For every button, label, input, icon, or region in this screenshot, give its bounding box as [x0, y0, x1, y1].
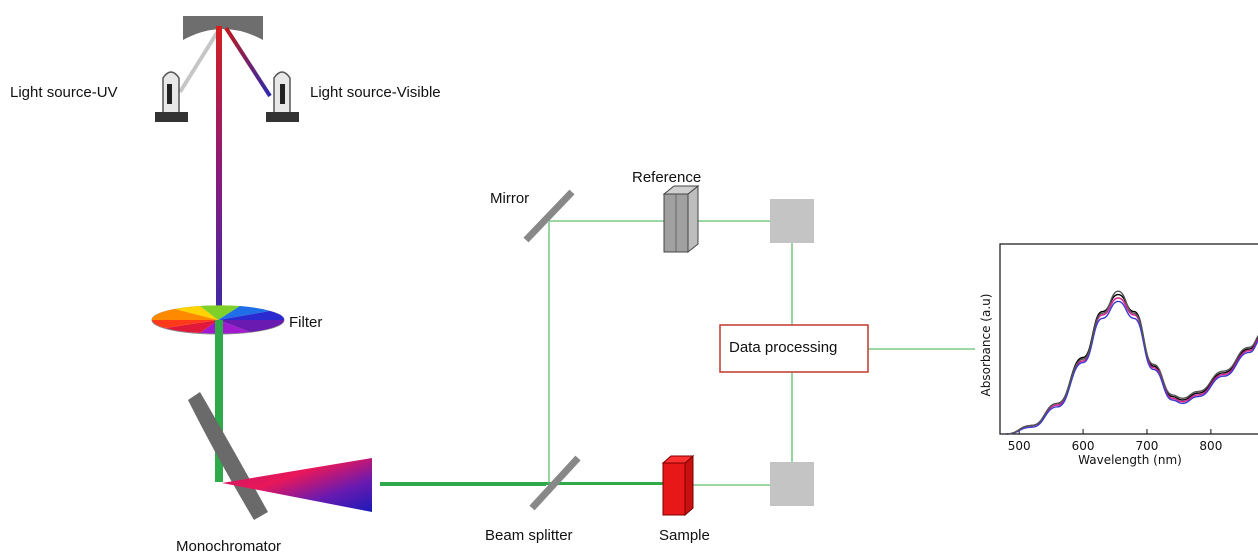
- y-axis-label: Absorbance (a.u): [979, 294, 993, 397]
- beam-splitter: [529, 455, 581, 511]
- green-beam-vertical: [215, 320, 223, 482]
- absorbance-series-line: [1006, 290, 1258, 435]
- sample-label: Sample: [659, 527, 710, 544]
- green-beam-to-sample: [546, 482, 666, 485]
- uv-beam: [178, 26, 222, 94]
- sample-cuvette: [661, 454, 695, 517]
- absorbance-chart: 500 600 700 800 Absorbance (a.u) Wavelength…: [979, 243, 1258, 467]
- light-source-visible-lamp: [266, 71, 299, 122]
- x-axis-label: Wavelength (nm): [1078, 453, 1182, 467]
- vertical-beam: [216, 26, 222, 318]
- light-source-uv-label: Light source-UV: [10, 84, 118, 101]
- top-mirror: [183, 16, 263, 40]
- x-tick-label: 800: [1199, 439, 1222, 453]
- mirror: [523, 189, 575, 243]
- data-processing-label: Data processing: [729, 339, 838, 356]
- visible-beam: [224, 26, 272, 98]
- filter-label: Filter: [289, 314, 323, 331]
- beam-splitter-label: Beam splitter: [485, 527, 573, 544]
- light-source-visible-label: Light source-Visible: [310, 84, 441, 101]
- reference-cuvette: [662, 184, 700, 254]
- absorbance-series-line: [1006, 300, 1258, 435]
- monochromator-mirror: [188, 392, 268, 520]
- x-tick-label: 600: [1072, 439, 1095, 453]
- reference-label: Reference: [632, 169, 702, 186]
- sample-detector: [770, 462, 814, 506]
- data-processing-box: [719, 324, 869, 373]
- x-tick-label: 500: [1008, 439, 1031, 453]
- monochromator-prism: [222, 458, 372, 512]
- mirror-label: Mirror: [490, 190, 530, 207]
- reference-detector: [770, 199, 814, 243]
- green-beam-horizontal: [380, 482, 546, 486]
- chart-frame: [999, 243, 1258, 435]
- monochromator-label: Monochromator: [176, 538, 282, 555]
- light-source-uv-lamp: [155, 71, 188, 122]
- x-tick-label: 700: [1136, 439, 1159, 453]
